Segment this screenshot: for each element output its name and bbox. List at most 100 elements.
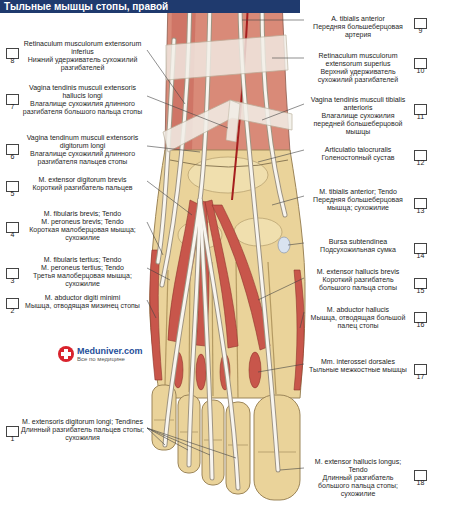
label-group: Mm. interossei dorsalesТыльные межкостны…	[306, 358, 410, 374]
logo-icon	[58, 346, 74, 362]
joint-line	[154, 420, 174, 421]
ankle-joint-line	[170, 160, 288, 167]
label-group: M. abductor digiti minimiМышца, отводяща…	[20, 294, 145, 310]
tendon	[200, 0, 210, 200]
inferior-retinaculum-band	[226, 100, 240, 142]
part-label: Передняя большеберцовая артерия	[306, 23, 410, 39]
part-label: Длинный разгибатель пальцев стопы; сухож…	[20, 426, 145, 442]
callout-number: 8	[6, 48, 19, 59]
label-group: Bursa subtendineaПодсухожильная сумка	[306, 238, 410, 254]
leader-line	[272, 58, 304, 59]
callout-number: 7	[6, 94, 19, 105]
abductor-hallucis	[294, 270, 304, 390]
part-label: Короткий разгибатель пальцев	[20, 184, 145, 192]
leader-line	[147, 428, 210, 455]
callout-number-text: 3	[11, 276, 15, 285]
label-group: M. fibularis brevis; TendoM. peroneus br…	[20, 210, 145, 242]
callout-number: 12	[414, 150, 427, 161]
part-label: Vagina tendinis musculi extensoris hallu…	[20, 84, 145, 100]
part-label: M. tibialis anterior; Tendo	[306, 188, 410, 196]
callout-number: 4	[6, 222, 19, 233]
leader-line	[147, 428, 188, 450]
label-group: Retinaculum musculorum extensorum superi…	[306, 52, 410, 84]
tendon	[262, 0, 285, 215]
callout-number: 1	[6, 426, 19, 437]
logo-circle	[58, 346, 74, 362]
joint-line	[228, 445, 248, 446]
leader-line	[288, 243, 304, 245]
callout-number: 13	[414, 198, 427, 209]
callout-number: 17	[414, 364, 427, 375]
part-label: Bursa subtendinea	[306, 238, 410, 246]
label-group: M. extensor hallucis brevisКороткий разг…	[306, 268, 410, 292]
part-label: Короткий разгибатель большого пальца сто…	[306, 276, 410, 292]
part-label: M. extensor hallucis brevis	[306, 268, 410, 276]
part-label: Retinaculum musculorum extensorum superi…	[306, 52, 410, 68]
part-label: M. abductor digiti minimi	[20, 294, 145, 302]
leader-lines	[147, 20, 304, 470]
callout-number-text: 10	[417, 66, 425, 75]
part-label: M. fibularis tertius; Tendo	[20, 256, 145, 264]
label-group: M. fibularis tertius; TendoM. peroneus t…	[20, 256, 145, 288]
callout-number: 15	[414, 278, 427, 289]
part-label: Мышца, отводящая мизинец стопы	[20, 302, 145, 310]
callout-number-text: 12	[417, 158, 425, 167]
part-label: Верхний удерживатель сухожилий разгибате…	[306, 68, 410, 84]
interosseous-muscle	[249, 352, 261, 388]
callout-number-text: 13	[417, 206, 425, 215]
part-label: M. extensor digitorum brevis	[20, 176, 145, 184]
callout-number: 10	[414, 58, 427, 69]
callout-number: 16	[414, 312, 427, 323]
callout-number: 6	[6, 144, 19, 155]
leader-line	[147, 50, 185, 104]
part-label: Короткая малоберцовая мышца; сухожилие	[20, 226, 145, 242]
leader-line	[147, 96, 228, 128]
leader-line	[262, 104, 304, 120]
label-group: M. tibialis anterior; TendoПередняя боль…	[306, 188, 410, 212]
label-group: Vagina tendinis musculi extensoris hallu…	[20, 84, 145, 116]
part-label: Vagina tendinis musculi tibialis anterio…	[306, 96, 410, 112]
figure-title: Тыльные мышцы стопы, правой	[4, 0, 168, 13]
part-label: Влагалище сухожилия длинного разгибателя…	[20, 100, 145, 116]
tibialis-anterior-tendon	[262, 0, 285, 215]
leader-line	[147, 428, 236, 458]
leader-line	[147, 300, 156, 318]
callout-number-text: 2	[11, 306, 15, 315]
callout-number: 3	[6, 268, 19, 279]
leader-line	[258, 278, 304, 300]
extensor-digitorum-longus-tendon	[189, 200, 200, 465]
part-label: M. fibularis brevis; Tendo	[20, 210, 145, 218]
watermark: Все по медицине	[77, 356, 147, 363]
logo-cross	[61, 352, 71, 356]
label-group: A. tibialis anteriorПередняя большеберцо…	[306, 15, 410, 39]
callout-number: 9	[414, 18, 427, 29]
part-label: Длинный разгибатель большого пальца стоп…	[306, 474, 410, 498]
callout-number-text: 1	[11, 434, 15, 443]
callout-number-text: 6	[11, 152, 15, 161]
extensor-digitorum-longus-tendon	[200, 0, 210, 200]
part-label: Articulatio talocruralis	[306, 146, 410, 154]
part-label: M. extensor hallucis longus; Tendo	[306, 458, 410, 474]
label-group: M. extensoris digitorum longi; TendinesД…	[20, 418, 145, 442]
extensor-digitorum-longus-tendon	[200, 200, 238, 488]
leader-line	[300, 312, 304, 328]
label-group: M. abductor hallucisМышца, отводящая бол…	[306, 306, 410, 330]
callout-number-text: 17	[417, 372, 425, 381]
callout-number-text: 5	[11, 189, 15, 198]
part-label: Передняя большеберцовая мышца; сухожилие	[306, 196, 410, 212]
inferior-retinaculum	[163, 100, 292, 152]
superior-retinaculum	[166, 35, 288, 80]
callout-number-text: 7	[11, 102, 15, 111]
part-label: Нижний удерживатель сухожилий разгибател…	[20, 56, 145, 72]
leader-line	[258, 364, 304, 372]
callout-number-text: 4	[11, 230, 15, 239]
metatarsal	[165, 270, 168, 385]
leader-line	[258, 150, 304, 162]
part-label: Подсухожильная сумка	[306, 246, 410, 254]
callout-number: 2	[6, 298, 19, 309]
part-label: M. peroneus brevis; Tendo	[20, 218, 145, 226]
abductor-digiti-minimi	[150, 250, 162, 380]
part-label: M. abductor hallucis	[306, 306, 410, 314]
callout-number: 11	[414, 104, 427, 115]
